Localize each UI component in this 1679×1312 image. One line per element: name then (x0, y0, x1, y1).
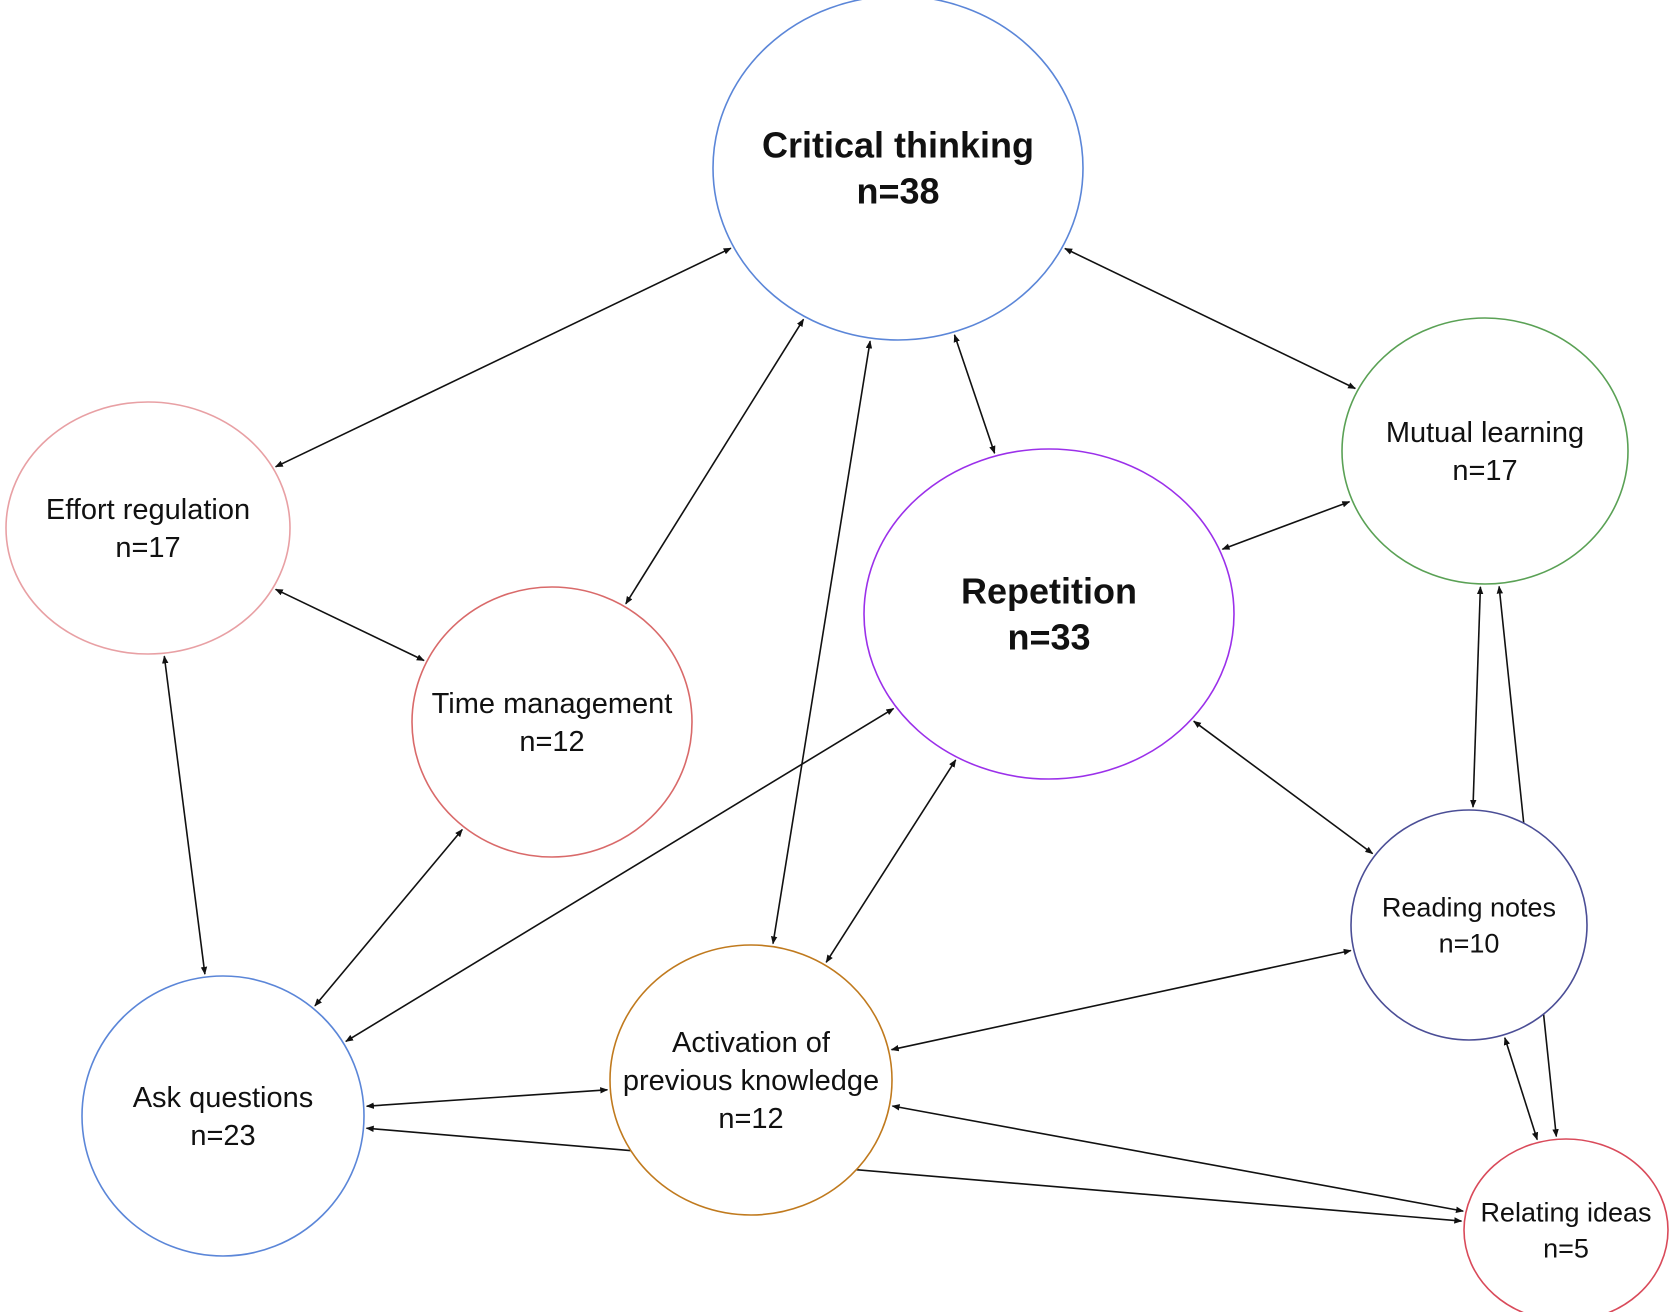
node-ellipse-relating-ideas (1463, 1138, 1669, 1312)
node-mutual-learning: Mutual learning n=17 (1341, 317, 1629, 585)
node-count-critical-thinking: n=38 (856, 171, 939, 212)
edge-critical-thinking-mutual-learning (1064, 247, 1357, 390)
node-ellipse-mutual-learning (1341, 317, 1629, 585)
edge-mutual-learning-reading-notes (1470, 586, 1484, 808)
node-ellipse-effort-regulation (5, 401, 291, 655)
node-count-reading-notes: n=10 (1439, 929, 1500, 959)
node-name-activation-previous-knowledge-line-1: previous knowledge (623, 1065, 879, 1097)
edge-effort-regulation-ask-questions (162, 655, 208, 975)
node-name-relating-ideas: Relating ideas (1480, 1198, 1651, 1228)
edge-critical-thinking-time-management (625, 318, 805, 605)
node-repetition: Repetition n=33 (863, 448, 1235, 780)
edge-repetition-activation-previous-knowledge (825, 759, 957, 963)
edge-critical-thinking-effort-regulation (274, 247, 732, 468)
node-count-repetition: n=33 (1007, 617, 1090, 658)
node-name-activation-previous-knowledge-line-0: Activation of (672, 1027, 831, 1059)
edge-time-management-ask-questions (314, 828, 463, 1007)
node-ellipse-critical-thinking (712, 0, 1084, 341)
node-ellipse-ask-questions (81, 975, 365, 1257)
node-activation-previous-knowledge: Activation of previous knowledge n=12 (609, 944, 893, 1216)
edge-ask-questions-activation-previous-knowledge (365, 1087, 609, 1109)
node-count-effort-regulation: n=17 (115, 532, 180, 564)
edge-critical-thinking-repetition (953, 334, 996, 454)
node-name-mutual-learning: Mutual learning (1386, 417, 1584, 449)
node-ellipse-reading-notes (1350, 809, 1588, 1041)
edge-repetition-ask-questions (345, 707, 895, 1043)
edge-activation-previous-knowledge-relating-ideas (891, 1104, 1464, 1213)
node-count-mutual-learning: n=17 (1452, 455, 1517, 487)
node-effort-regulation: Effort regulation n=17 (5, 401, 291, 655)
node-ellipse-time-management (411, 586, 693, 858)
node-name-time-management: Time management (432, 688, 673, 720)
edge-ask-questions-relating-ideas (365, 1125, 1463, 1224)
node-count-time-management: n=12 (519, 726, 584, 758)
edge-reading-notes-activation-previous-knowledge (890, 948, 1352, 1052)
node-count-relating-ideas: n=5 (1543, 1234, 1589, 1264)
node-critical-thinking: Critical thinking n=38 (712, 0, 1084, 341)
edge-reading-notes-relating-ideas (1503, 1036, 1539, 1141)
edge-repetition-reading-notes (1193, 720, 1374, 855)
node-ellipse-activation-previous-knowledge (609, 944, 893, 1216)
node-name-ask-questions: Ask questions (133, 1082, 314, 1114)
edge-critical-thinking-activation-previous-knowledge (770, 340, 873, 945)
node-name-repetition: Repetition (961, 571, 1137, 612)
node-name-critical-thinking: Critical thinking (762, 125, 1034, 166)
node-reading-notes: Reading notes n=10 (1350, 809, 1588, 1041)
node-name-reading-notes: Reading notes (1382, 893, 1556, 923)
edge-repetition-mutual-learning (1221, 500, 1351, 550)
node-count-activation-previous-knowledge: n=12 (718, 1103, 783, 1135)
node-ask-questions: Ask questions n=23 (81, 975, 365, 1257)
node-name-effort-regulation: Effort regulation (46, 494, 250, 526)
edge-effort-regulation-time-management (274, 588, 425, 662)
node-ellipse-repetition (863, 448, 1235, 780)
node-relating-ideas: Relating ideas n=5 (1463, 1138, 1669, 1312)
node-time-management: Time management n=12 (411, 586, 693, 858)
node-count-ask-questions: n=23 (190, 1120, 255, 1152)
